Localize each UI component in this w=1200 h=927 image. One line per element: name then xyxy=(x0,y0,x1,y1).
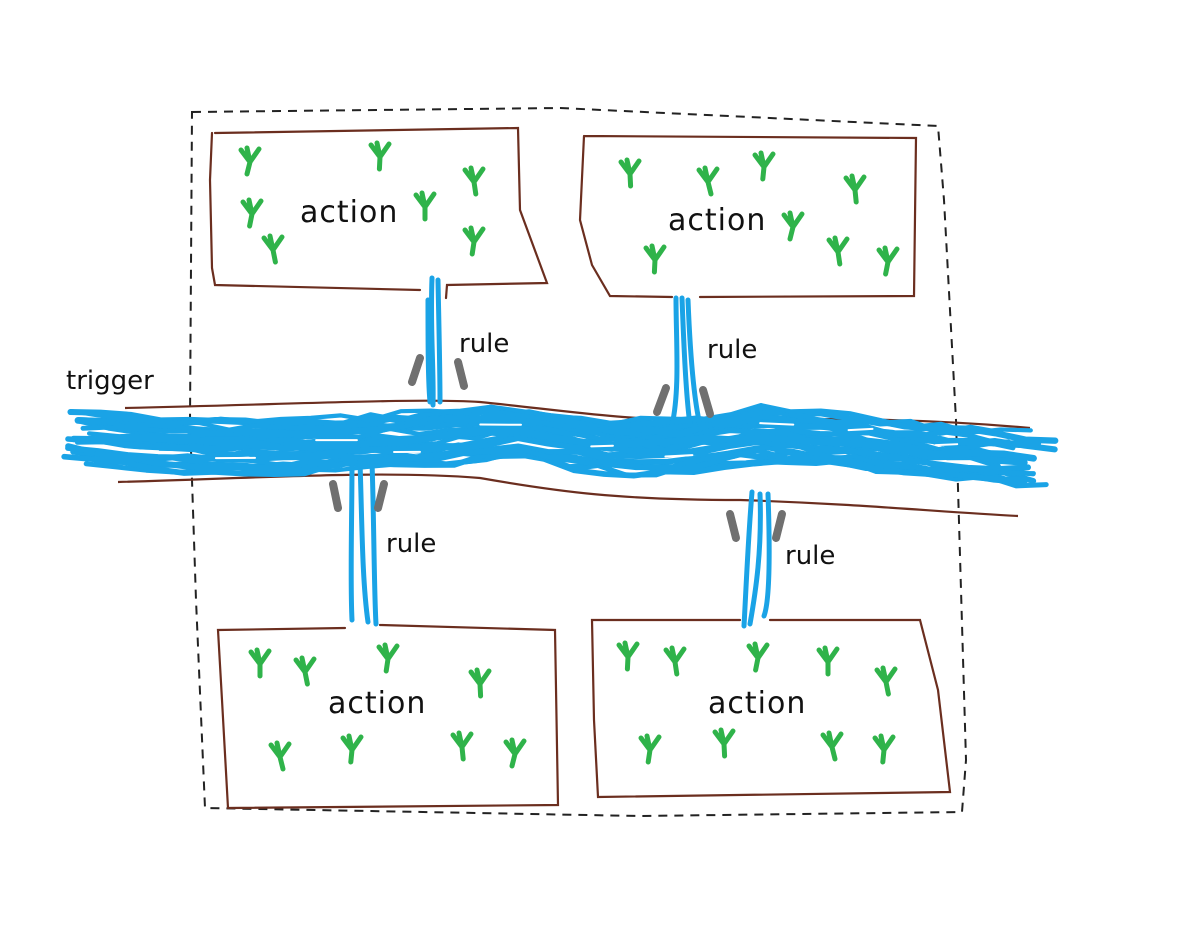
rule-label-4: rule xyxy=(785,541,835,571)
plant-sprout xyxy=(816,645,840,677)
rule-gate-3 xyxy=(329,480,388,512)
rule-label-1: rule xyxy=(459,329,509,359)
action-label-2: action xyxy=(668,203,766,238)
river-highlight xyxy=(130,449,160,453)
river-highlight xyxy=(847,427,874,432)
plant-sprout xyxy=(376,642,400,674)
rule-gate-4 xyxy=(726,510,786,542)
plant-sprout xyxy=(712,727,736,759)
plant-sprout xyxy=(874,665,898,697)
plant-sprout xyxy=(876,245,900,277)
plant-sprout xyxy=(643,243,667,275)
rule-label-3: rule xyxy=(386,529,436,559)
action-field-bottom-left xyxy=(216,623,560,810)
plant-sprout xyxy=(826,235,850,267)
plant-sprout xyxy=(468,667,492,699)
plant-sprout xyxy=(462,225,486,257)
plant-sprout xyxy=(240,197,264,229)
plant-sprout xyxy=(872,733,896,765)
plant-sprout xyxy=(248,647,272,679)
plant-sprout xyxy=(663,645,687,677)
plant-sprout xyxy=(781,210,805,242)
river-highlight xyxy=(664,454,694,458)
plant-sprout xyxy=(340,733,364,765)
rule-channel-4 xyxy=(741,489,772,629)
river-stroke xyxy=(70,427,1037,462)
rule-channel-2 xyxy=(669,295,703,428)
action-field-top-right xyxy=(578,134,918,299)
action-field-top-left xyxy=(208,126,549,300)
river-highlight xyxy=(934,443,959,447)
river-highlight xyxy=(759,422,795,426)
plant-sprout xyxy=(752,150,776,182)
plant-sprout xyxy=(450,730,474,762)
plant-sprout xyxy=(413,190,437,222)
plant-sprout xyxy=(820,730,844,762)
plant-sprout xyxy=(638,733,662,765)
rule-channel-1 xyxy=(425,275,443,408)
plant-sprout xyxy=(843,173,867,205)
river-highlight xyxy=(590,444,614,448)
plant-sprout xyxy=(293,655,317,687)
river-bank-bottom xyxy=(117,473,1019,518)
plant-sprout xyxy=(368,140,392,172)
plants xyxy=(238,140,900,772)
rule-label-2: rule xyxy=(707,335,757,365)
plant-sprout xyxy=(261,233,285,265)
plant-sprout xyxy=(238,145,262,177)
action-label-3: action xyxy=(328,686,426,721)
action-label-1: action xyxy=(300,195,398,230)
river-stroke xyxy=(65,435,1031,472)
river-stroke xyxy=(100,411,1005,447)
rule-gate-1 xyxy=(408,354,468,390)
plant-sprout xyxy=(616,640,640,672)
plant-sprout xyxy=(268,740,292,772)
plant-sprout xyxy=(618,157,642,189)
rule-channel-3 xyxy=(348,457,379,627)
plant-sprout xyxy=(746,641,770,673)
action-label-4: action xyxy=(708,686,806,721)
river-stroke xyxy=(68,403,1033,435)
trigger-river xyxy=(61,403,1059,489)
plant-sprout xyxy=(696,165,720,197)
action-field-bottom-right xyxy=(590,618,952,799)
trigger-label: trigger xyxy=(66,366,154,396)
plant-sprout xyxy=(503,737,527,769)
rule-gate-2 xyxy=(653,384,714,418)
plant-sprout xyxy=(462,165,486,197)
